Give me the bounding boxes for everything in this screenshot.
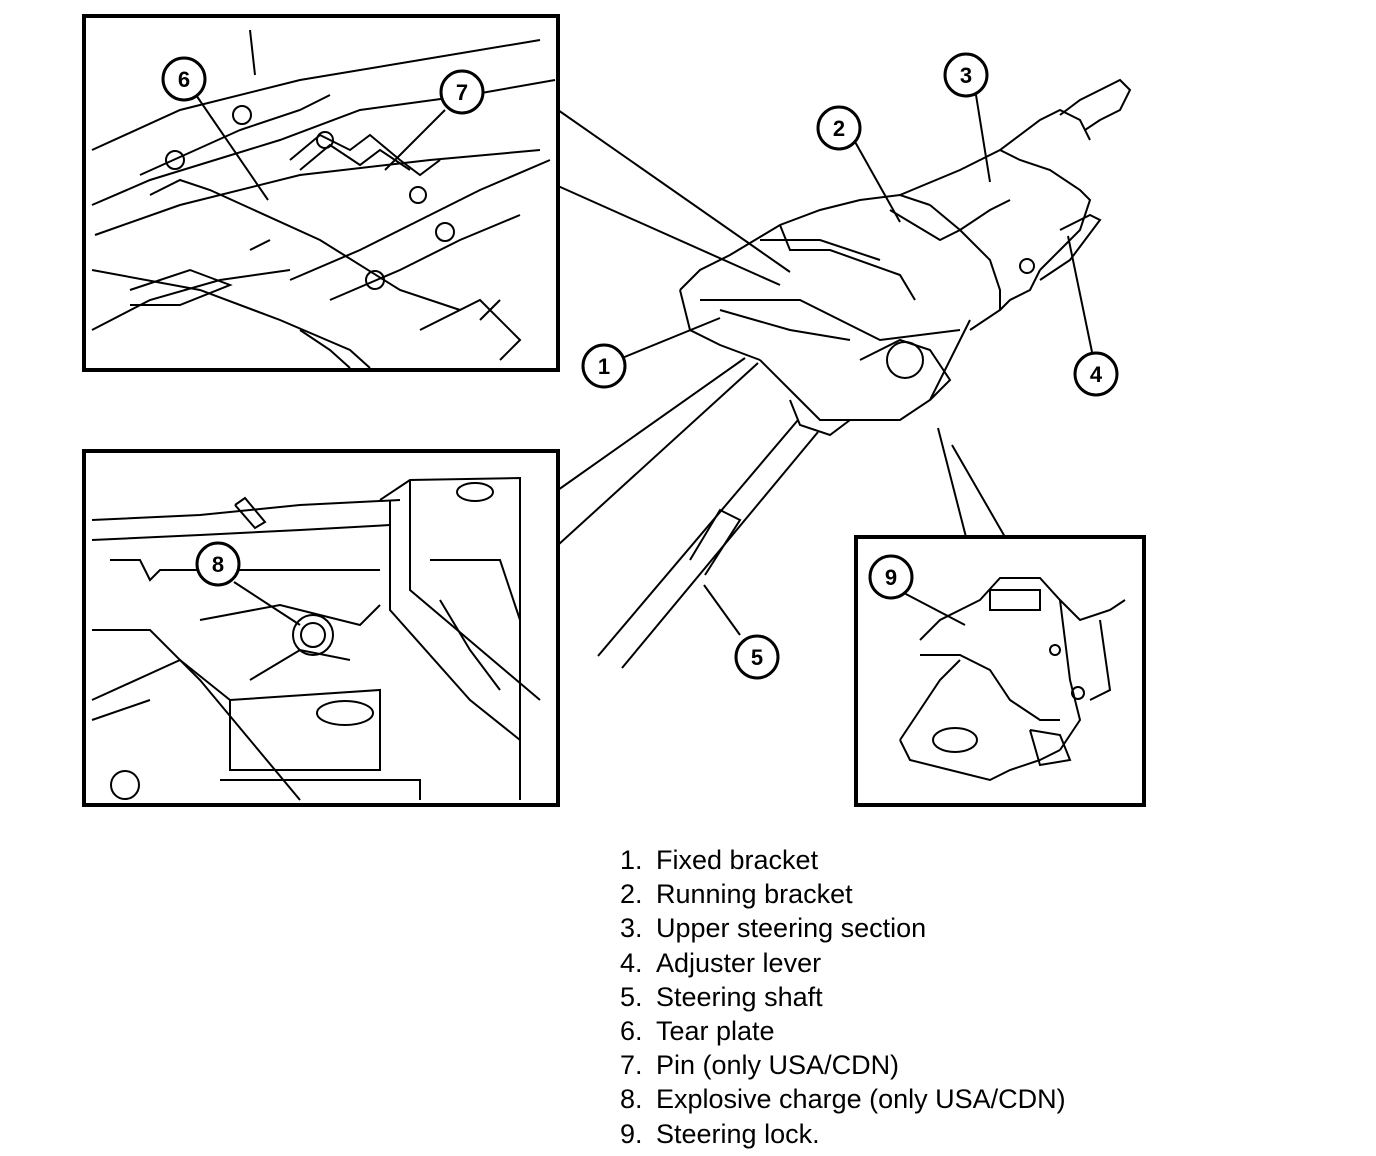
- callout-leaders: [195, 94, 1093, 636]
- legend-number: 4.: [620, 947, 643, 978]
- callout-9-label: 9: [885, 565, 897, 590]
- legend-text: Upper steering section: [656, 913, 927, 944]
- callout-3-label: 3: [960, 63, 972, 88]
- callout-8-label: 8: [212, 552, 224, 577]
- legend-number: 8.: [620, 1084, 643, 1115]
- callout-7: 7: [439, 69, 485, 115]
- legend-item: 3. Upper steering section: [620, 911, 1066, 945]
- parts-legend: 1. Fixed bracket 2. Running bracket 3. Uppe…: [620, 843, 1066, 1151]
- legend-number: 2.: [620, 879, 643, 910]
- legend-item: 2. Running bracket: [620, 877, 1066, 911]
- legend-text: Running bracket: [656, 879, 853, 910]
- callout-1-label: 1: [598, 354, 610, 379]
- legend-text: Explosive charge (only USA/CDN): [656, 1084, 1066, 1115]
- legend-text: Steering lock.: [656, 1118, 820, 1149]
- steering-column-assembly: [597, 78, 1132, 669]
- legend-number: 6.: [620, 1015, 643, 1046]
- legend-number: 9.: [620, 1118, 643, 1149]
- legend-number: 5.: [620, 981, 643, 1012]
- legend-text: Fixed bracket: [656, 845, 819, 875]
- callout-6: 6: [161, 56, 207, 102]
- legend-item: 7. Pin (only USA/CDN): [620, 1048, 1066, 1082]
- legend-item: 9. Steering lock.: [620, 1117, 1066, 1151]
- callout-5: 5: [734, 634, 780, 680]
- callout-2-label: 2: [833, 116, 845, 141]
- detail-view-explosive-charge: [82, 357, 759, 807]
- legend-number: 7.: [620, 1050, 643, 1081]
- callout-2: 2: [816, 105, 862, 151]
- legend-number: 1.: [620, 845, 643, 875]
- legend-text: Steering shaft: [656, 981, 823, 1012]
- callout-8: 8: [195, 541, 241, 587]
- legend-text: Adjuster lever: [656, 947, 822, 978]
- callout-7-label: 7: [456, 80, 468, 105]
- callout-4: 4: [1073, 351, 1119, 397]
- legend-item: 8. Explosive charge (only USA/CDN): [620, 1082, 1066, 1116]
- legend-item: 6. Tear plate: [620, 1014, 1066, 1048]
- legend-text: Pin (only USA/CDN): [656, 1050, 900, 1081]
- legend-number: 3.: [620, 913, 643, 944]
- callout-4-label: 4: [1090, 362, 1103, 387]
- detail-view-steering-lock: [854, 427, 1146, 807]
- callout-1: 1: [581, 343, 627, 389]
- legend-item: 5. Steering shaft: [620, 980, 1066, 1014]
- callout-3: 3: [943, 52, 989, 98]
- callout-6-label: 6: [178, 67, 190, 92]
- callout-5-label: 5: [751, 645, 763, 670]
- legend-text: Tear plate: [656, 1015, 775, 1046]
- legend-item: 4. Adjuster lever: [620, 946, 1066, 980]
- callout-9: 9: [868, 554, 914, 600]
- legend-item: 1. Fixed bracket: [620, 843, 1066, 877]
